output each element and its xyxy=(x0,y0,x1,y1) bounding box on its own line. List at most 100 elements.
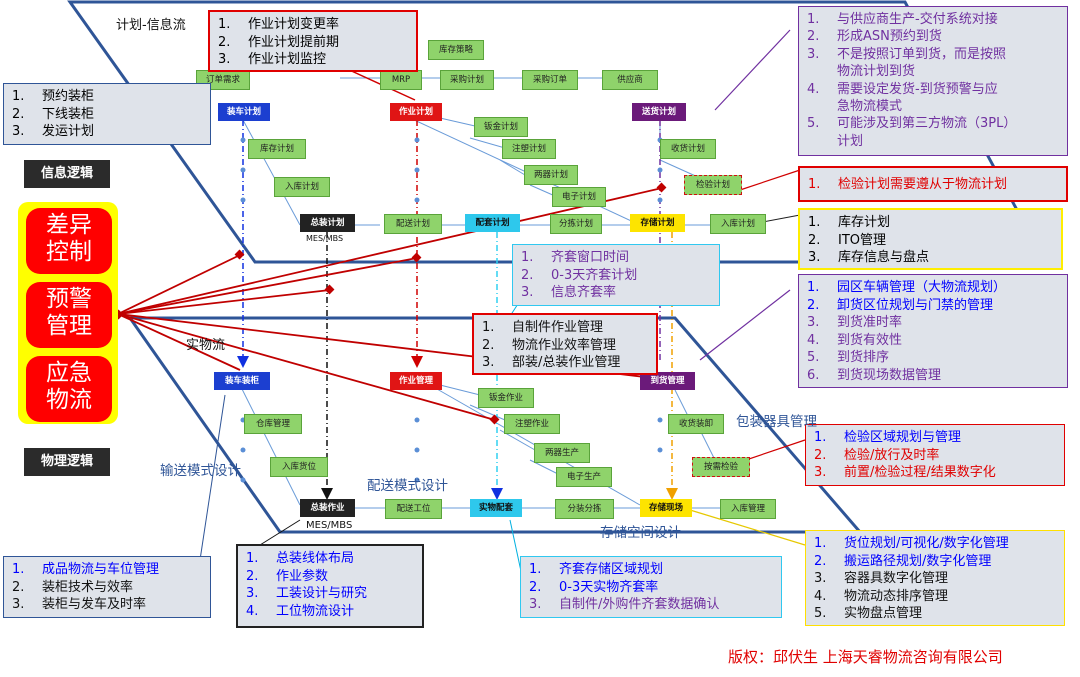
info-node-receive-plan: 收货计划 xyxy=(660,139,716,159)
phys-node-warehouse-in-mgmt: 入库管理 xyxy=(720,499,776,519)
info-node-work-plan: 作业计划 xyxy=(390,103,442,121)
info-node-warehouse-in-plan: 入库计划 xyxy=(710,214,766,234)
info-node-supplier: 供应商 xyxy=(602,70,658,90)
phys-node-dist-station: 配送工位 xyxy=(385,499,442,519)
box-work-plan-metrics: 1.作业计划变更率 2.作业计划提前期 3.作业计划监控 xyxy=(208,10,418,72)
list-item: 3.发运计划 xyxy=(12,124,95,139)
list-item: 2.0-3天齐套计划 xyxy=(521,267,638,283)
info-node-inspect-plan: 检验计划 xyxy=(684,175,742,195)
info-node-inbound-plan: 入库计划 xyxy=(274,177,330,197)
physical-plane-title: 实物流 xyxy=(186,338,226,353)
list-item: 2.作业计划提前期 xyxy=(218,34,340,50)
list-item: 3.容器具数字化管理 xyxy=(814,571,949,586)
list-item: 1.检验区域规划与管理 xyxy=(814,430,962,445)
list-item: 6.到货现场数据管理 xyxy=(807,367,942,383)
info-plane-title: 计划-信息流 xyxy=(116,18,186,33)
box-assembly-line: 1.总装线体布局 2.作业参数 3.工装设计与研究 4.工位物流设计 xyxy=(236,544,424,628)
list-item: 计划 xyxy=(837,133,864,149)
copyright-text: 版权：邱伏生 上海天睿物流咨询有限公司 xyxy=(728,648,1003,666)
phys-node-receive-unload: 收货装卸 xyxy=(668,414,724,434)
info-node-stock-strategy: 库存策略 xyxy=(428,40,484,60)
info-node-molding-plan: 注塑计划 xyxy=(502,139,556,159)
phys-node-inbound-slot: 入库货位 xyxy=(270,457,328,477)
list-item: 3.信息齐套率 xyxy=(521,285,617,300)
box-storage-space: 1.货位规划/可视化/数字化管理 2.搬运路径规划/数字化管理 3.容器具数字化管理… xyxy=(805,530,1065,626)
list-item: 3.到货准时率 xyxy=(807,315,903,330)
phys-node-pack-dock: 装车装柜 xyxy=(214,372,270,390)
list-item: 5.实物盘点管理 xyxy=(814,606,923,621)
list-item: 1.作业计划变更率 xyxy=(218,17,340,32)
list-item: 3.工装设计与研究 xyxy=(246,586,368,601)
list-item: 3.部装/总装作业管理 xyxy=(482,355,621,370)
info-node-pack-plan: 装车计划 xyxy=(218,103,270,121)
bubble-warning-management: 预警 管理 xyxy=(26,282,112,348)
list-item: 2.ITO管理 xyxy=(808,232,887,248)
list-item: 急物流模式 xyxy=(837,99,903,115)
list-item: 1.检验计划需要遵从于物流计划 xyxy=(808,177,1008,192)
list-item: 5.到货排序 xyxy=(807,350,890,365)
list-item: 4.到货有效性 xyxy=(807,332,903,348)
list-item: 1.齐套存储区域规划 xyxy=(529,562,664,577)
list-item: 2.装柜技术与效率 xyxy=(12,579,134,595)
box-inspect-plan: 1.检验计划需要遵从于物流计划 xyxy=(798,166,1068,202)
info-node-assembly-plan: 总装计划 xyxy=(300,214,355,232)
list-item: 1.与供应商生产-交付系统对接 xyxy=(807,12,998,27)
list-item: 1.园区车辆管理（大物流规划） xyxy=(807,280,1007,295)
info-node-kit-plan: 配套计划 xyxy=(465,214,520,232)
list-item: 物流计划到货 xyxy=(837,64,916,80)
info-logic-tag: 信息逻辑 xyxy=(24,160,110,188)
phys-node-two-device-prod: 两器生产 xyxy=(534,443,590,463)
list-item: 2.卸货区位规划与门禁的管理 xyxy=(807,297,994,313)
list-item: 2.作业参数 xyxy=(246,568,329,584)
list-item: 1.齐套窗口时间 xyxy=(521,250,630,265)
info-node-sort-plan: 分拣计划 xyxy=(550,214,602,234)
list-item: 1.成品物流与车位管理 xyxy=(12,562,160,577)
list-item: 2.0-3天实物齐套率 xyxy=(529,579,659,595)
phys-node-sort-dist: 分装分拣 xyxy=(555,499,614,519)
phys-node-sheet-work: 钣金作业 xyxy=(478,388,534,408)
box-kit-window: 1.齐套窗口时间 2.0-3天齐套计划 3.信息齐套率 xyxy=(512,244,720,306)
list-item: 3.作业计划监控 xyxy=(218,52,327,67)
bubble-difference-control: 差异 控制 xyxy=(26,208,112,274)
box-finished-logistics: 1.成品物流与车位管理 2.装柜技术与效率 3.装柜与发车及时率 xyxy=(3,556,211,618)
info-node-sheet-plan: 钣金计划 xyxy=(474,117,528,137)
info-node-purchase-order: 采购订单 xyxy=(522,70,578,90)
list-item: 3.前置/检验过程/结果数字化 xyxy=(814,465,996,480)
phys-node-assembly-work: 总装作业 xyxy=(300,499,355,517)
phys-node-electronic-prod: 电子生产 xyxy=(556,467,612,487)
list-item: 3.装柜与发车及时率 xyxy=(12,597,147,612)
phys-node-warehouse-mgmt: 仓库管理 xyxy=(244,414,302,434)
box-yard-management: 1.园区车辆管理（大物流规划） 2.卸货区位规划与门禁的管理 3.到货准时率 4.到货… xyxy=(798,274,1068,388)
info-node-electronic-plan: 电子计划 xyxy=(552,187,606,207)
phys-node-inspect-ondemand: 按需检验 xyxy=(692,457,750,477)
list-item: 2.搬运路径规划/数字化管理 xyxy=(814,553,992,569)
phys-node-arrival-mgmt: 到货管理 xyxy=(640,372,695,390)
list-item: 4.需要设定发货-到货预警与应 xyxy=(807,81,998,97)
list-item: 1.总装线体布局 xyxy=(246,551,355,566)
list-item: 4.工位物流设计 xyxy=(246,603,355,619)
info-node-delivery-plan: 送货计划 xyxy=(632,103,686,121)
box-kit-storage: 1.齐套存储区域规划 2.0-3天实物齐套率 3.自制件/外购件齐套数据确认 xyxy=(520,556,782,618)
phys-node-molding-work: 注塑作业 xyxy=(504,414,560,434)
list-item: 1.预约装柜 xyxy=(12,89,95,104)
list-item: 3.自制件/外购件齐套数据确认 xyxy=(529,597,720,612)
list-item: 3.不是按照订单到货，而是按照 xyxy=(807,46,1007,62)
list-item: 1.货位规划/可视化/数字化管理 xyxy=(814,536,1009,551)
info-node-dist-plan: 配送计划 xyxy=(384,214,442,234)
phys-mes-label: MES/MBS xyxy=(306,520,353,531)
phys-node-storage-site: 存储现场 xyxy=(640,499,692,517)
label-packaging-management: 包装器具管理 xyxy=(736,414,817,430)
label-distribution-mode: 配送模式设计 xyxy=(367,478,448,494)
physical-logic-tag: 物理逻辑 xyxy=(24,448,110,476)
info-node-two-device-plan: 两器计划 xyxy=(524,165,578,185)
list-item: 1.自制件作业管理 xyxy=(482,320,604,335)
info-node-mrp: MRP xyxy=(380,70,422,90)
list-item: 2.形成ASN预约到货 xyxy=(807,29,942,45)
list-item: 1.库存计划 xyxy=(808,215,891,230)
label-transport-mode: 输送模式设计 xyxy=(160,463,241,479)
